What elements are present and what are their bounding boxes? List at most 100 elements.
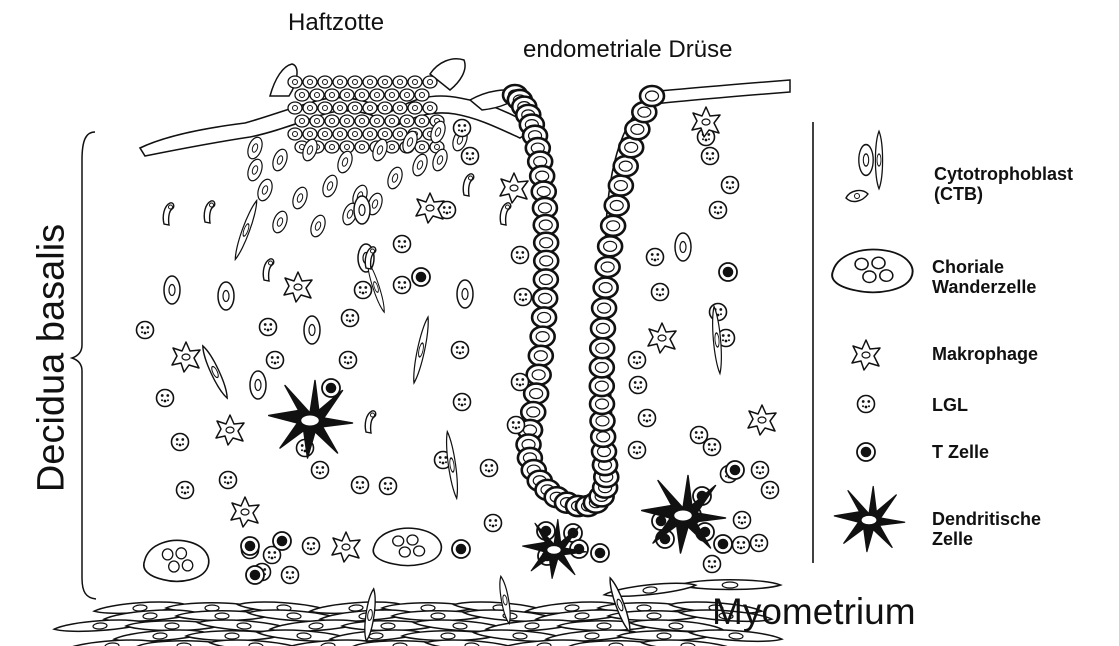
lgl-cell <box>630 377 647 394</box>
villus-cell <box>333 102 347 114</box>
spindle-cell <box>199 344 231 400</box>
t-cell <box>273 532 291 550</box>
gland-cell <box>590 338 614 358</box>
migrating-cell <box>365 411 375 433</box>
villus-cell <box>310 89 324 101</box>
lgl-cell <box>220 472 237 489</box>
villus-cell <box>423 102 437 114</box>
lgl-cell <box>342 310 359 327</box>
gland-cell <box>614 156 638 176</box>
villus-cell <box>303 128 317 140</box>
macrophage-cell <box>284 272 312 302</box>
gland-duct <box>503 80 790 516</box>
villus-cell <box>325 141 339 153</box>
spindle-cell <box>410 316 431 383</box>
legend-cytotrophoblast-line2: (CTB) <box>934 184 983 204</box>
trophoblast-cell <box>304 316 320 344</box>
macrophage-cell <box>500 173 528 203</box>
lgl-cell <box>515 289 532 306</box>
villus-cell <box>385 89 399 101</box>
trophoblast-cell <box>457 280 473 308</box>
lgl-cell <box>340 352 357 369</box>
lgl-cell <box>452 342 469 359</box>
decidua-bracket <box>72 132 96 599</box>
trophoblast-cell <box>675 233 691 261</box>
migrating-cell <box>463 174 473 196</box>
t-cell <box>714 535 732 553</box>
lgl-cell <box>157 390 174 407</box>
gland-cell <box>521 402 545 422</box>
villus-cell <box>333 76 347 88</box>
villus-trophoblast <box>335 149 355 174</box>
lgl-cell <box>704 439 721 456</box>
trophoblast-cell <box>250 371 266 399</box>
villus-trophoblast <box>270 147 290 172</box>
villus-cell <box>288 102 302 114</box>
villus-cell <box>363 76 377 88</box>
legend-makrophage: Makrophage <box>932 344 1038 364</box>
lgl-cell <box>312 462 329 479</box>
gland-cell <box>529 346 553 366</box>
villus-cell <box>318 102 332 114</box>
villus-cell <box>415 141 429 153</box>
lgl-cell <box>629 442 646 459</box>
villus-cell <box>348 102 362 114</box>
migrating-cell <box>163 203 173 225</box>
t-cell <box>726 461 744 479</box>
villus-cell <box>423 76 437 88</box>
macrophage-cell <box>748 405 776 435</box>
gland-cell <box>527 365 551 385</box>
villus-cell <box>355 89 369 101</box>
villus-cell <box>303 102 317 114</box>
gland-cell <box>590 357 614 377</box>
gland-cell <box>609 176 633 196</box>
villus-cell <box>303 76 317 88</box>
villus-trophoblast <box>255 177 275 202</box>
legend-dendritic-icon <box>834 487 904 552</box>
label-haftzotte: Haftzotte <box>288 10 384 37</box>
legend-dendritische-line2: Zelle <box>932 529 973 549</box>
villus-trophoblast <box>385 165 405 190</box>
villus-cell <box>340 115 354 127</box>
legend-lgl: LGL <box>932 395 968 415</box>
villus-cell <box>363 102 377 114</box>
villus-cell <box>393 102 407 114</box>
villus-trophoblast <box>245 157 265 182</box>
lgl-cell <box>751 535 768 552</box>
lgl-cell <box>481 460 498 477</box>
trophoblast-cell <box>218 282 234 310</box>
legend-choriale-line1: Choriale <box>932 257 1004 277</box>
villus-cell <box>355 141 369 153</box>
villus-cell <box>288 76 302 88</box>
villus-cell <box>363 128 377 140</box>
villus-cell <box>408 102 422 114</box>
villus-cell <box>415 115 429 127</box>
villus-trophoblast <box>290 185 310 210</box>
legend-choriale-wanderzelle: Choriale Wanderzelle <box>932 257 1112 297</box>
villus-cell <box>325 89 339 101</box>
villus-cell <box>378 76 392 88</box>
legend-wanderzelle-icon <box>832 249 912 292</box>
lgl-cell <box>267 352 284 369</box>
legend-dendritische-line1: Dendritische <box>932 509 1041 529</box>
villus-cell <box>370 115 384 127</box>
label-endometriale-druese: endometriale Drüse <box>523 37 732 64</box>
lgl-cell <box>355 282 372 299</box>
villus-cell <box>295 115 309 127</box>
lgl-cell <box>512 247 529 264</box>
gland-cell <box>533 288 557 308</box>
villus-trophoblast <box>320 173 340 198</box>
gland-cell <box>531 327 555 347</box>
lgl-cell <box>752 462 769 479</box>
lgl-cell <box>172 434 189 451</box>
lgl-cell <box>629 352 646 369</box>
gland-cell <box>591 318 615 338</box>
villus-cell <box>415 89 429 101</box>
lgl-cell <box>303 538 320 555</box>
lgl-cell <box>282 567 299 584</box>
gland-cell <box>596 257 620 277</box>
spindle-cell <box>232 199 260 260</box>
dendritic-cell <box>269 381 353 459</box>
macrophage-cell <box>648 323 676 353</box>
villus-cell <box>340 89 354 101</box>
